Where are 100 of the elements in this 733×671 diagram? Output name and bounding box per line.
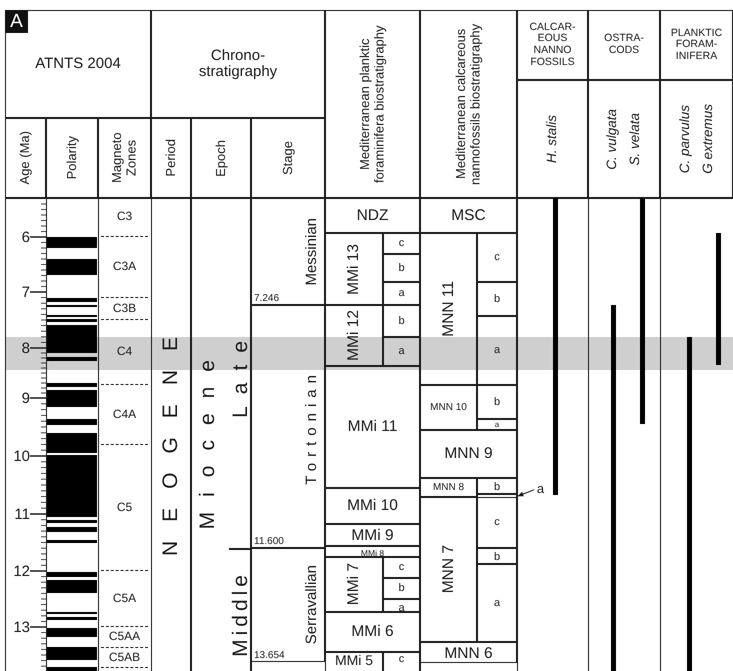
zone-cell <box>420 385 477 430</box>
subzone-label: a <box>494 596 500 610</box>
taxon-name: S. velata <box>628 112 643 166</box>
subzone-cell <box>477 385 517 419</box>
tick-label: 6 <box>20 229 30 245</box>
table-header <box>98 118 151 198</box>
boundary-age: 11.600 <box>254 536 285 547</box>
table-header <box>151 118 191 198</box>
subzone-cell <box>477 419 517 430</box>
header-text: Magneto Zones <box>110 132 139 186</box>
stage-label: Tortonian <box>304 368 320 484</box>
zone-cell <box>325 557 383 612</box>
header-text: OSTRA-CODS <box>603 33 645 57</box>
taxon-name: C. parvulus <box>678 104 692 174</box>
zone-cell <box>325 233 383 305</box>
subzone-label: c <box>494 516 500 529</box>
epoch-label: Middle <box>228 570 252 656</box>
subzone-label: b <box>494 396 500 408</box>
subzone-label: a <box>398 345 405 358</box>
stage-label: Messinian <box>304 218 320 286</box>
subzone-label: b <box>494 481 500 491</box>
zone-cell <box>420 198 517 233</box>
subzone-label: a <box>494 422 500 427</box>
subzone-cell <box>383 599 420 612</box>
chron-label: C4A <box>112 408 136 422</box>
zone-label: MMi 13 <box>345 244 363 294</box>
subzone-label: a <box>398 287 405 300</box>
table-header <box>325 10 420 198</box>
chron-label: C5 <box>116 500 132 514</box>
zone-label: MNN 9 <box>444 445 493 463</box>
zone-cell <box>325 524 420 546</box>
zone-cell <box>325 198 420 233</box>
zone-label: MNN 6 <box>444 645 493 660</box>
epoch-label: Late <box>228 329 252 418</box>
subzone-label: a <box>398 602 405 609</box>
subzone-label: c <box>494 251 500 264</box>
subzone-label: c <box>398 237 404 250</box>
table-header <box>5 118 46 198</box>
zone-cell <box>325 305 383 366</box>
table-header <box>5 10 151 118</box>
subzone-cell <box>383 233 420 254</box>
subzone-cell <box>477 282 517 316</box>
stage-cell <box>251 198 325 305</box>
subzone-cell <box>477 564 517 642</box>
tick-label: 7 <box>20 284 30 300</box>
subzone-cell <box>477 494 517 498</box>
chron-label: C3B <box>112 302 136 316</box>
subzone-label: b <box>398 314 405 328</box>
zone-cell <box>420 497 477 642</box>
zone-cell <box>325 612 420 652</box>
zone-label: MNN 8 <box>432 482 464 493</box>
zone-label: MMi 7 <box>345 563 363 606</box>
header-text: PLANKTIC FORAM-INIFERA <box>670 28 724 62</box>
stage-cell <box>251 548 325 662</box>
table-header <box>660 10 733 80</box>
zone-cell <box>325 546 420 557</box>
header-text: Mediterranean planktic foraminifera biostratigraphy <box>358 24 387 185</box>
epoch-label: Miocene <box>196 344 220 530</box>
subzone-label: b <box>398 262 405 274</box>
subzone-label: a <box>494 344 500 357</box>
callout-label: a <box>534 479 547 494</box>
subzone-label: b <box>494 551 500 561</box>
zone-cell <box>420 642 517 663</box>
zone-cell <box>325 488 420 524</box>
subzone-cell <box>383 254 420 282</box>
subzone-label: b <box>494 292 500 306</box>
subzone-cell <box>383 305 420 337</box>
zone-label: NDZ <box>356 206 388 224</box>
table-header <box>251 118 325 198</box>
chron-label: C4 <box>116 345 132 359</box>
zone-label: MMi 12 <box>345 310 363 361</box>
zone-cell <box>325 366 420 488</box>
zone-label: MNN 11 <box>440 281 458 337</box>
header-text: Age (Ma) <box>18 131 33 185</box>
period-label: NEOGENE <box>159 318 183 556</box>
subzone-cell <box>383 282 420 305</box>
header-text: CALCAR-EOUS NANNO FOSSILS <box>528 22 577 68</box>
header-text: Polarity <box>64 136 80 180</box>
tick-label: 9 <box>20 390 30 406</box>
taxon-name: G extremus <box>700 104 716 174</box>
stage-label: Serravallian <box>304 565 320 645</box>
stage-cell <box>251 305 325 548</box>
header-text: Period <box>164 139 178 177</box>
zone-label: MMi 10 <box>347 497 398 515</box>
tick-label: 8 <box>20 340 30 356</box>
header-text: Chrono-stratigraphy <box>198 48 278 80</box>
chron-label: C5AB <box>108 650 140 664</box>
chron-label: C5AA <box>108 630 140 644</box>
subzone-cell <box>477 316 517 385</box>
table-header <box>660 80 733 198</box>
zone-label: MNN 10 <box>430 402 467 413</box>
zone-cell <box>420 233 477 385</box>
subzone-cell <box>383 557 420 578</box>
table-header <box>517 10 588 80</box>
table-header <box>517 80 588 198</box>
zone-label: MMi 5 <box>334 653 374 668</box>
zone-cell <box>325 652 383 671</box>
zone-label: MMi 9 <box>351 527 394 543</box>
subzone-cell <box>477 497 517 548</box>
zone-label: MMi 11 <box>348 418 398 436</box>
